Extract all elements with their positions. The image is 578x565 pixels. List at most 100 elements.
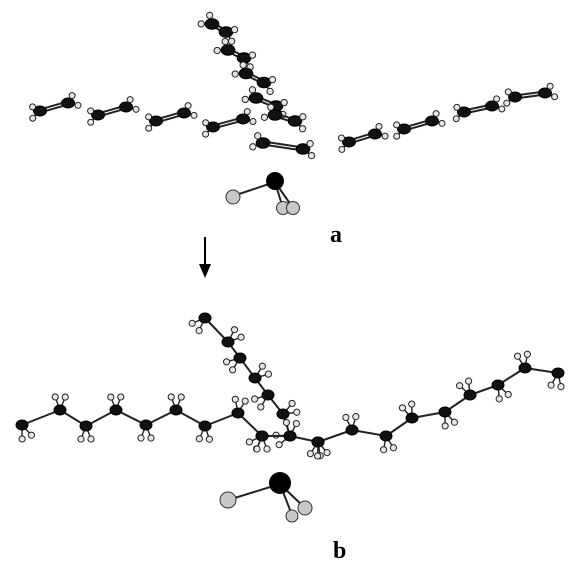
hydrogen-atom (132, 105, 140, 113)
ethylene-molecule (87, 96, 140, 126)
ligand-atom (286, 201, 300, 215)
hydrogen-atom (504, 390, 512, 399)
carbon-atom (287, 115, 303, 127)
carbon-atom (538, 87, 552, 99)
hydrogen-atom (239, 61, 247, 69)
metal-atom (266, 172, 284, 190)
ethylene-molecule (145, 102, 198, 132)
carbon-atom (177, 107, 191, 119)
hydrogen-atom (280, 98, 288, 107)
hydrogen-atom (221, 37, 229, 46)
hydrogen-atom (293, 408, 301, 416)
hydrogen-atom (231, 395, 239, 403)
hydrogen-atom (298, 125, 307, 133)
hydrogen-atom (205, 435, 213, 443)
hydrogen-atom (213, 46, 221, 55)
polymer-chain (311, 350, 565, 460)
carbon-atom (518, 362, 532, 374)
hydrogen-atom (241, 95, 249, 104)
hydrogen-atom (523, 350, 531, 358)
carbon-atom (33, 105, 47, 117)
hydrogen-atom (243, 108, 251, 116)
hydrogen-atom (493, 95, 501, 103)
carbon-atom (276, 408, 290, 420)
carbon-atom (149, 115, 163, 127)
hydrogen-atom (202, 130, 210, 138)
hydrogen-atom (495, 395, 503, 403)
hydrogen-atom (27, 431, 36, 439)
hydrogen-atom (87, 107, 95, 115)
hydrogen-atom (137, 434, 145, 442)
ethylene-molecule (338, 123, 389, 153)
hydrogen-atom (504, 88, 512, 96)
carbon-atom (261, 389, 275, 401)
carbon-atom (255, 430, 269, 442)
hydrogen-atom (282, 418, 291, 427)
carbon-atom (491, 379, 505, 391)
hydrogen-atom (18, 435, 26, 443)
hydrogen-atom (275, 441, 283, 449)
hydrogen-atom (264, 370, 272, 378)
hydrogen-atom (456, 382, 464, 390)
hydrogen-atom (230, 26, 239, 34)
carbon-atom (91, 109, 105, 121)
carbon-atom (551, 367, 565, 379)
hydrogen-atom (268, 76, 277, 84)
hydrogen-atom (241, 397, 249, 405)
hydrogen-atom (117, 393, 125, 401)
panel-label-b: b (333, 538, 346, 564)
carbon-atom (425, 115, 439, 127)
bond (21, 409, 61, 426)
hydrogen-atom (230, 326, 239, 334)
carbon-atom (221, 336, 235, 348)
hydrogen-atom (248, 51, 257, 59)
carbon-atom (379, 430, 393, 442)
hydrogen-atom (249, 143, 257, 151)
hydrogen-atom (202, 119, 210, 127)
carbon-atom (233, 352, 247, 364)
hydrogen-atom (227, 37, 236, 45)
hydrogen-atom (249, 118, 257, 126)
carbon-atom (485, 100, 499, 112)
carbon-atom (198, 420, 212, 432)
hydrogen-atom (206, 11, 214, 20)
carbon-atom (345, 424, 359, 436)
hydrogen-atom (503, 99, 511, 107)
ethylene-molecule (202, 108, 257, 138)
hydrogen-atom (253, 445, 261, 453)
reaction-arrow (199, 237, 211, 278)
carbon-atom (457, 106, 471, 118)
hydrogen-atom (223, 358, 231, 366)
carbon-atom (236, 113, 250, 125)
hydrogen-atom (288, 399, 296, 408)
hydrogen-atom (251, 395, 259, 403)
hydrogen-atom (266, 87, 274, 96)
carbon-atom (405, 412, 419, 424)
hydrogen-atom (87, 435, 95, 443)
hydrogen-atom (77, 435, 85, 443)
carbon-atom (248, 372, 262, 384)
hydrogen-atom (432, 110, 440, 118)
hydrogen-atom (257, 403, 265, 411)
carbon-atom (342, 136, 356, 148)
hydrogen-atom (61, 393, 69, 401)
hydrogen-atom (177, 393, 185, 401)
ligand-atom (225, 189, 241, 205)
ethylene-molecule (231, 61, 277, 96)
carbon-atom (368, 128, 382, 140)
hydrogen-atom (237, 333, 245, 341)
hydrogen-atom (229, 366, 237, 374)
hydrogen-atom (68, 92, 76, 100)
carbon-atom (218, 26, 234, 38)
hydrogen-atom (260, 113, 269, 121)
hydrogen-atom (147, 434, 155, 442)
carbon-atom (109, 404, 123, 416)
hydrogen-atom (381, 132, 389, 140)
carbon-atom (61, 97, 75, 109)
hydrogen-atom (450, 418, 459, 426)
hydrogen-atom (551, 93, 559, 101)
hydrogen-atom (231, 70, 239, 78)
hydrogen-atom (547, 381, 555, 389)
carbon-atom (220, 44, 236, 56)
ethylene-molecule (197, 11, 239, 45)
